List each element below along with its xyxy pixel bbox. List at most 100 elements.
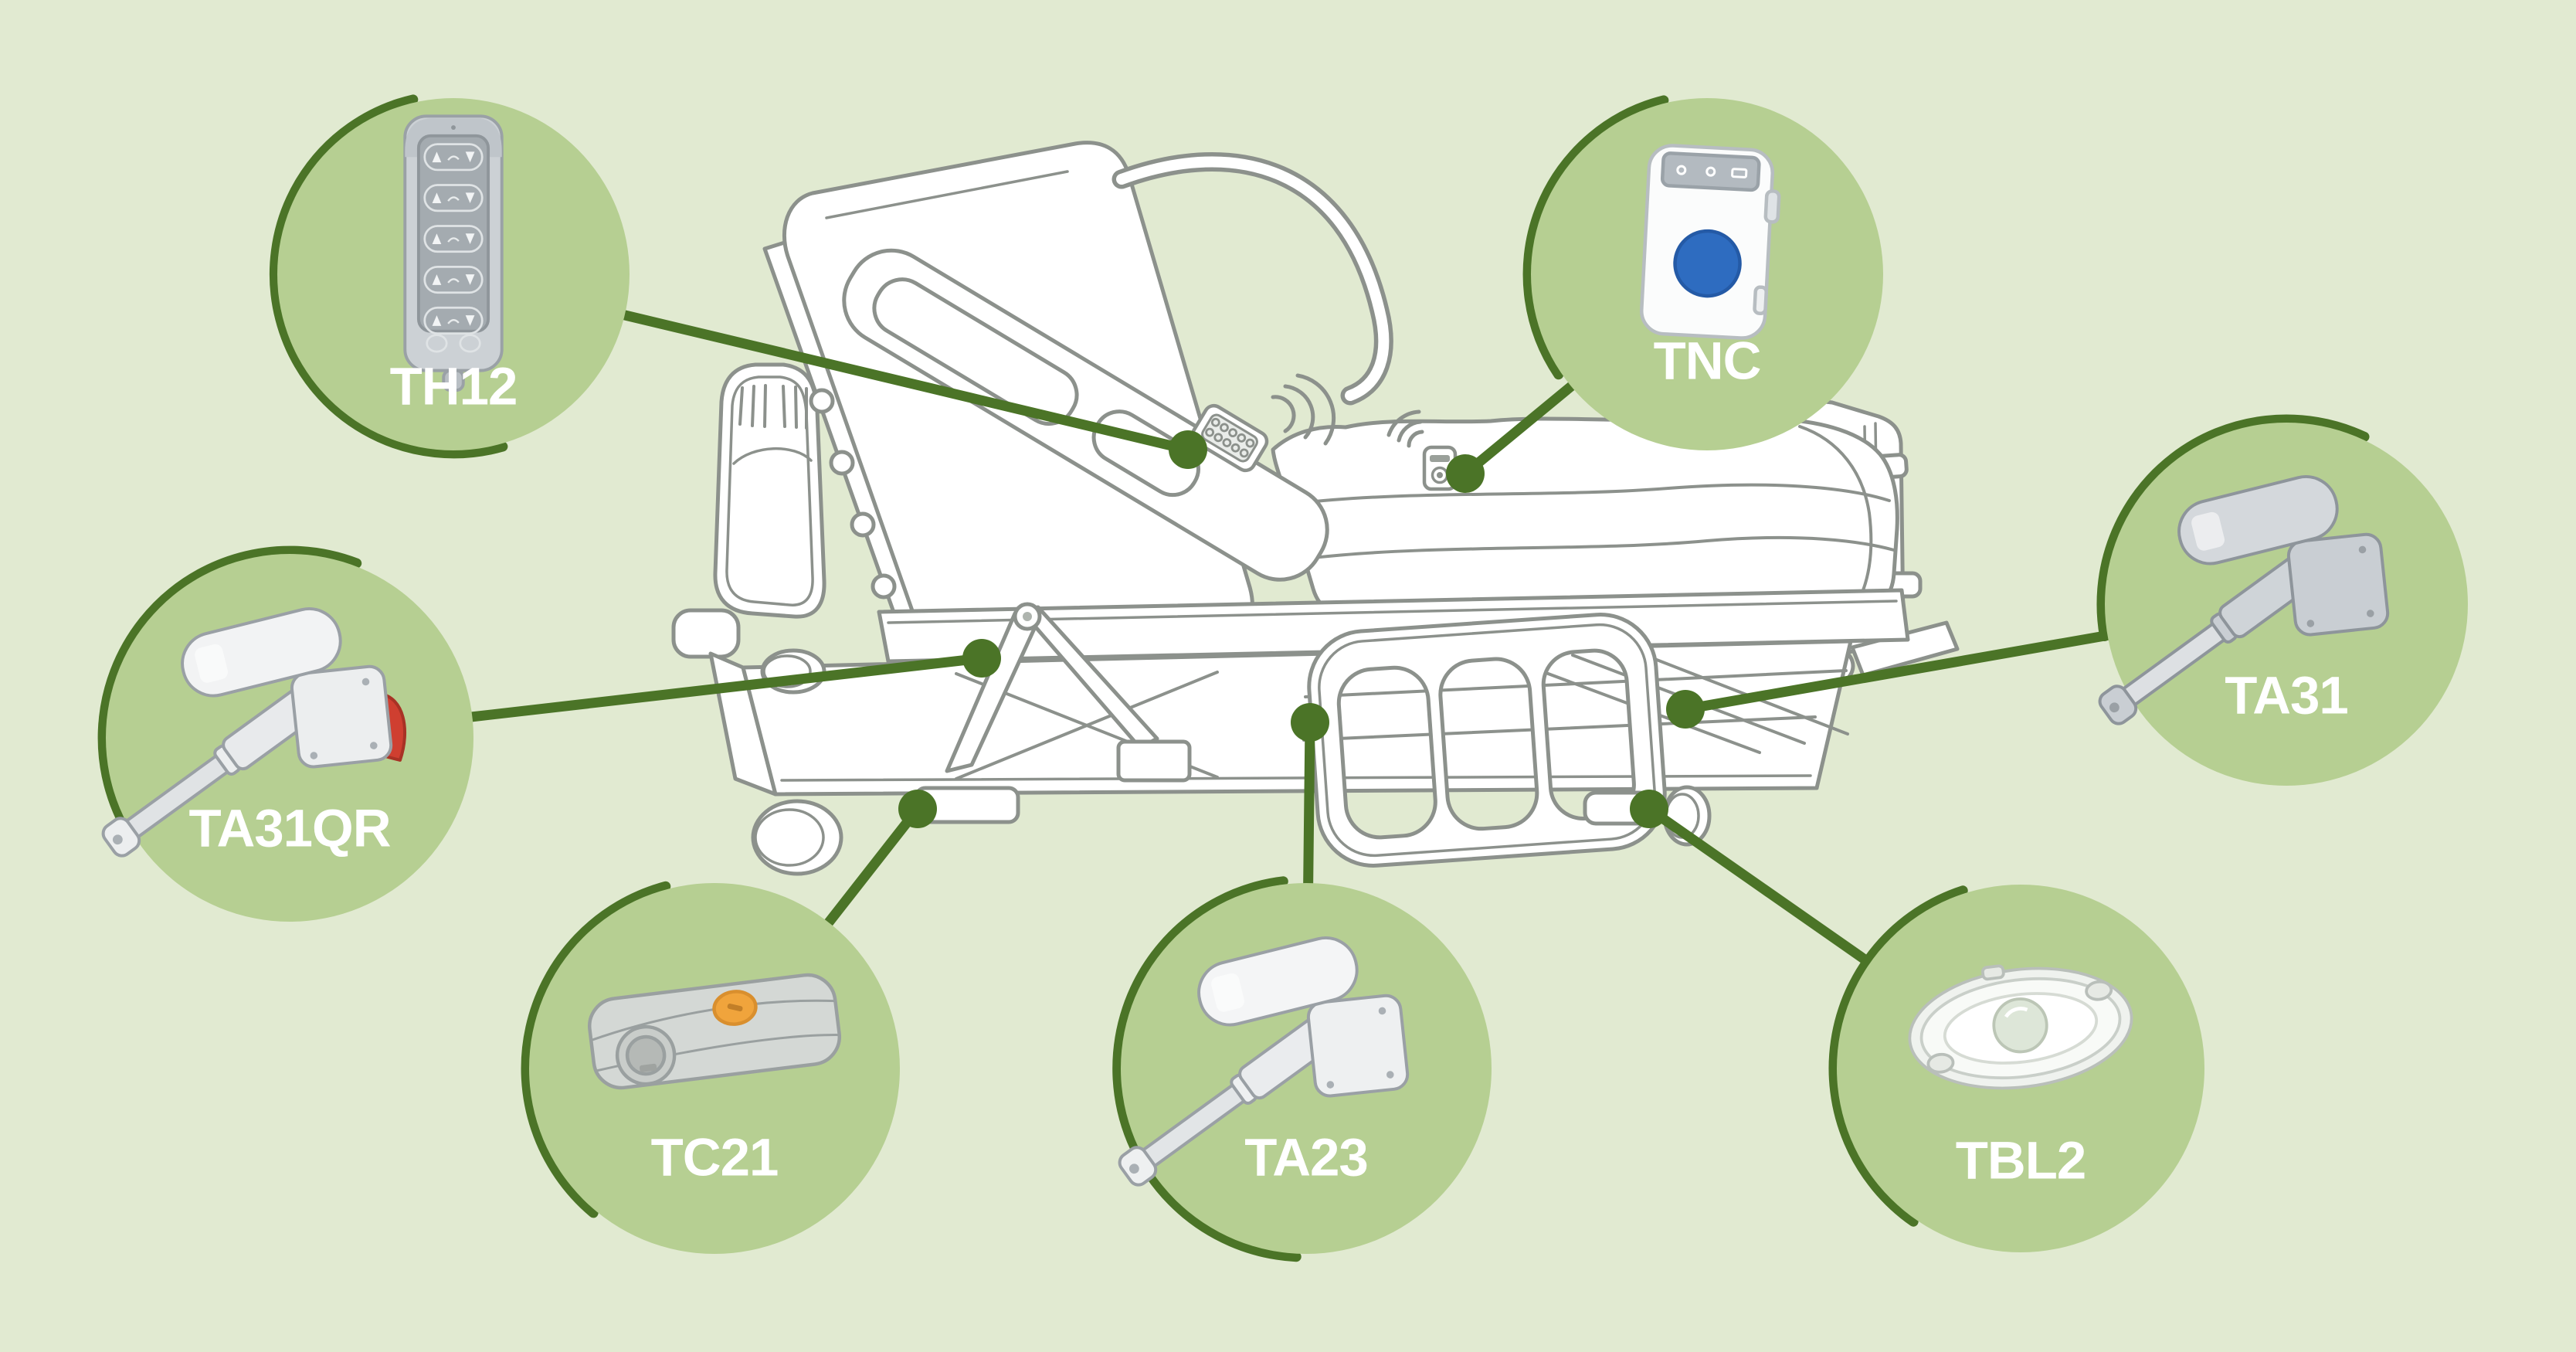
light-tbl2-icon-part-part — [2085, 980, 2113, 1001]
ring-arc-ta31qr — [97, 545, 362, 848]
handset-th12-icon-part — [403, 114, 504, 392]
grab-handle-part — [1116, 156, 1390, 401]
handset-th12-icon-part-part — [459, 334, 481, 353]
actuator-white-icon-part-part-part — [1211, 973, 1244, 1012]
handset-th12-icon-part-part-part — [423, 225, 484, 253]
control-box-tc21-icon-part-part — [640, 1063, 657, 1072]
handset-th12-icon-part-part-part — [432, 192, 442, 204]
pillow-roll — [1798, 425, 1873, 606]
actuator-white-icon-part-part — [1306, 994, 1410, 1098]
frame-cross-braces-part — [1631, 649, 1849, 735]
wireless-remote-part — [1430, 455, 1450, 462]
headboard — [713, 362, 826, 619]
pendant-tnc-icon-part-part-part — [1705, 166, 1716, 177]
product-circle-ta23 — [1121, 883, 1492, 1254]
product-ta31: TA31 — [1666, 414, 2468, 786]
actuator-white-icon-part-part — [1386, 1071, 1394, 1079]
pendant-tnc-icon-part-part-part — [1676, 165, 1687, 175]
light-tbl2-icon — [1908, 964, 2133, 1090]
product-ta31qr: TA31QR — [97, 545, 1001, 922]
wireless-handset-on-rail-part-part — [1210, 417, 1220, 427]
handset-th12-icon-part-part-part — [447, 237, 460, 243]
pendant-tnc-icon-part-part — [1763, 189, 1781, 224]
connector-line-ta31qr — [463, 653, 987, 722]
actuator-gray-icon-part — [2098, 475, 2390, 725]
flat-mattress-part — [1271, 414, 1899, 620]
actuator-gray-icon-part-part-part — [2191, 511, 2225, 551]
wireless-handset-on-rail-part-part — [1228, 428, 1238, 438]
pendant-tnc-icon-part-part — [1753, 285, 1768, 316]
product-label-tbl2: TBL2 — [1956, 1131, 2086, 1191]
headboard-grip-slots-part — [738, 386, 744, 426]
wireless-handset-on-rail-part-part — [1230, 443, 1240, 453]
headboard-grip-slots-part — [751, 385, 755, 427]
handset-th12-icon-part-part-part — [432, 233, 442, 244]
headboard-grip-slots-part — [782, 385, 786, 428]
light-tbl2-icon-part-part — [1980, 964, 2005, 981]
handset-th12-icon-part-part-part — [423, 143, 484, 172]
handset-signal-waves-icon — [1271, 373, 1336, 446]
actuator-qr-icon-part-part-part — [112, 834, 123, 845]
pendant-tnc-icon — [1640, 144, 1781, 340]
actuator-gray-icon — [2098, 475, 2390, 725]
casters-part — [762, 654, 812, 688]
handset-th12-icon-part-part-part — [423, 266, 484, 294]
backrest-deck-part — [809, 388, 835, 414]
pendant-tnc-icon-part-part — [1676, 165, 1748, 178]
connector-dot-ta31qr — [962, 639, 1001, 678]
handset-th12-icon-part-part-part — [432, 274, 442, 285]
casters-part — [754, 808, 825, 867]
product-ta23: TA23 — [1112, 703, 1492, 1262]
hospital-bed-illustration — [671, 141, 1960, 876]
connector-line-tnc — [1460, 378, 1580, 479]
handset-signal-waves-icon-part — [1295, 373, 1336, 446]
handset-th12-icon-part-part-part — [432, 315, 442, 326]
connector-line-th12 — [615, 309, 1193, 455]
actuator-white-icon-part-part — [1197, 936, 1359, 1027]
light-tbl2-icon-part-part — [1926, 1052, 1955, 1074]
handset-th12-icon-part-part-part — [465, 151, 475, 163]
wireless-handset-on-rail-part-part — [1205, 427, 1215, 437]
side-guard-rail-part — [1318, 623, 1656, 858]
actuator-qr-icon-part-part — [310, 752, 318, 759]
actuator-gray-icon-part-part — [2306, 620, 2315, 627]
control-box-tc21-icon-part-part — [727, 1003, 743, 1012]
connector-line-tc21 — [820, 803, 923, 932]
wireless-handset-on-rail-part-part — [1245, 438, 1255, 448]
actuator-white-icon-part-part-part — [1128, 1163, 1139, 1174]
side-guard-rail-part — [1307, 613, 1667, 868]
handset-th12-icon-part-part — [442, 369, 465, 392]
ring-arc-tc21 — [521, 881, 671, 1218]
handset-th12-icon-part-part-part — [447, 155, 460, 161]
actuator-white-icon — [1118, 936, 1410, 1187]
connector-line-tbl2 — [1644, 803, 1879, 971]
backrest-deck-part — [829, 450, 855, 476]
flat-mattress-part — [1312, 535, 1896, 559]
handset-th12-icon-part-part-part — [465, 233, 475, 244]
actuator-gray-icon-part-part — [2358, 545, 2367, 554]
handset-th12-icon-part-part-part — [465, 274, 475, 285]
product-tbl2: TBL2 — [1630, 790, 2204, 1252]
backrest-lift-arm — [945, 602, 1159, 773]
light-tbl2-icon-part — [1908, 964, 2133, 1090]
bed-head-bumper — [671, 608, 741, 659]
pendant-tnc-icon-part-part — [1660, 151, 1761, 192]
handset-th12-icon-part-part — [416, 134, 490, 333]
ring-arc-th12 — [269, 94, 508, 459]
connector-dot-ta23 — [1291, 703, 1329, 742]
actuator-white-icon-part-part — [1378, 1007, 1386, 1015]
actuator-white-icon-part-part — [1326, 1081, 1335, 1089]
wireless-handset-on-rail-part-part — [1213, 433, 1224, 443]
pendant-tnc-icon-part — [1640, 144, 1781, 340]
flat-mattress — [1271, 414, 1899, 620]
backrest-mattress-part — [825, 170, 1069, 219]
actuator-qr-icon-part — [101, 607, 406, 858]
handset-th12-icon-part-part-part — [423, 184, 484, 212]
connector-line-ta31 — [1680, 629, 2117, 715]
product-tc21: TC21 — [521, 790, 937, 1254]
frame-cross-braces — [955, 649, 1849, 780]
pendant-tnc-icon-part-part — [1673, 229, 1742, 298]
headboard-grip-slots — [738, 384, 808, 430]
light-tbl2-icon-part-part — [2004, 1007, 2028, 1018]
